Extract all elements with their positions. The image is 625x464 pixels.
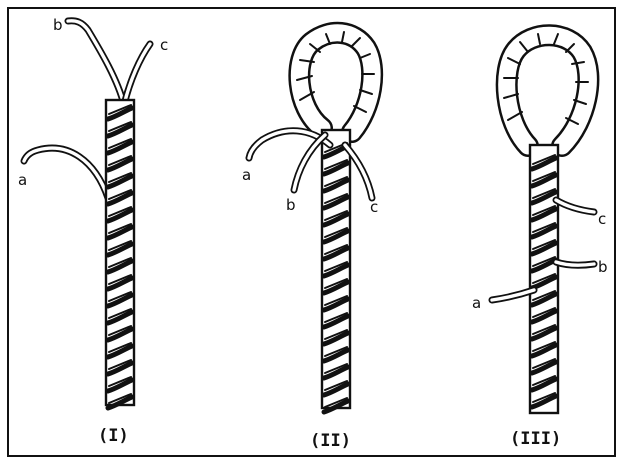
panel-2-label-a: a xyxy=(242,166,251,184)
panel-2-caption: (II) xyxy=(310,431,351,451)
panel-1-label-a: a xyxy=(18,171,27,189)
panel-3-rope xyxy=(530,145,558,413)
panel-3-label-c: c xyxy=(598,210,606,228)
panel-3-caption: (III) xyxy=(510,429,561,449)
panel-2-label-b: b xyxy=(286,196,296,214)
panel-3-label-a: a xyxy=(472,294,481,312)
panel-3-strand-b xyxy=(556,262,594,265)
panel-2-label-c: c xyxy=(370,198,378,216)
panel-1-label-b: b xyxy=(53,16,63,34)
panel-1-rope xyxy=(106,100,134,408)
panel-3-label-b: b xyxy=(598,258,608,276)
panel-1-caption: (I) xyxy=(98,426,129,446)
panel-2-rope xyxy=(322,130,350,412)
panel-1-label-c: c xyxy=(160,36,168,54)
